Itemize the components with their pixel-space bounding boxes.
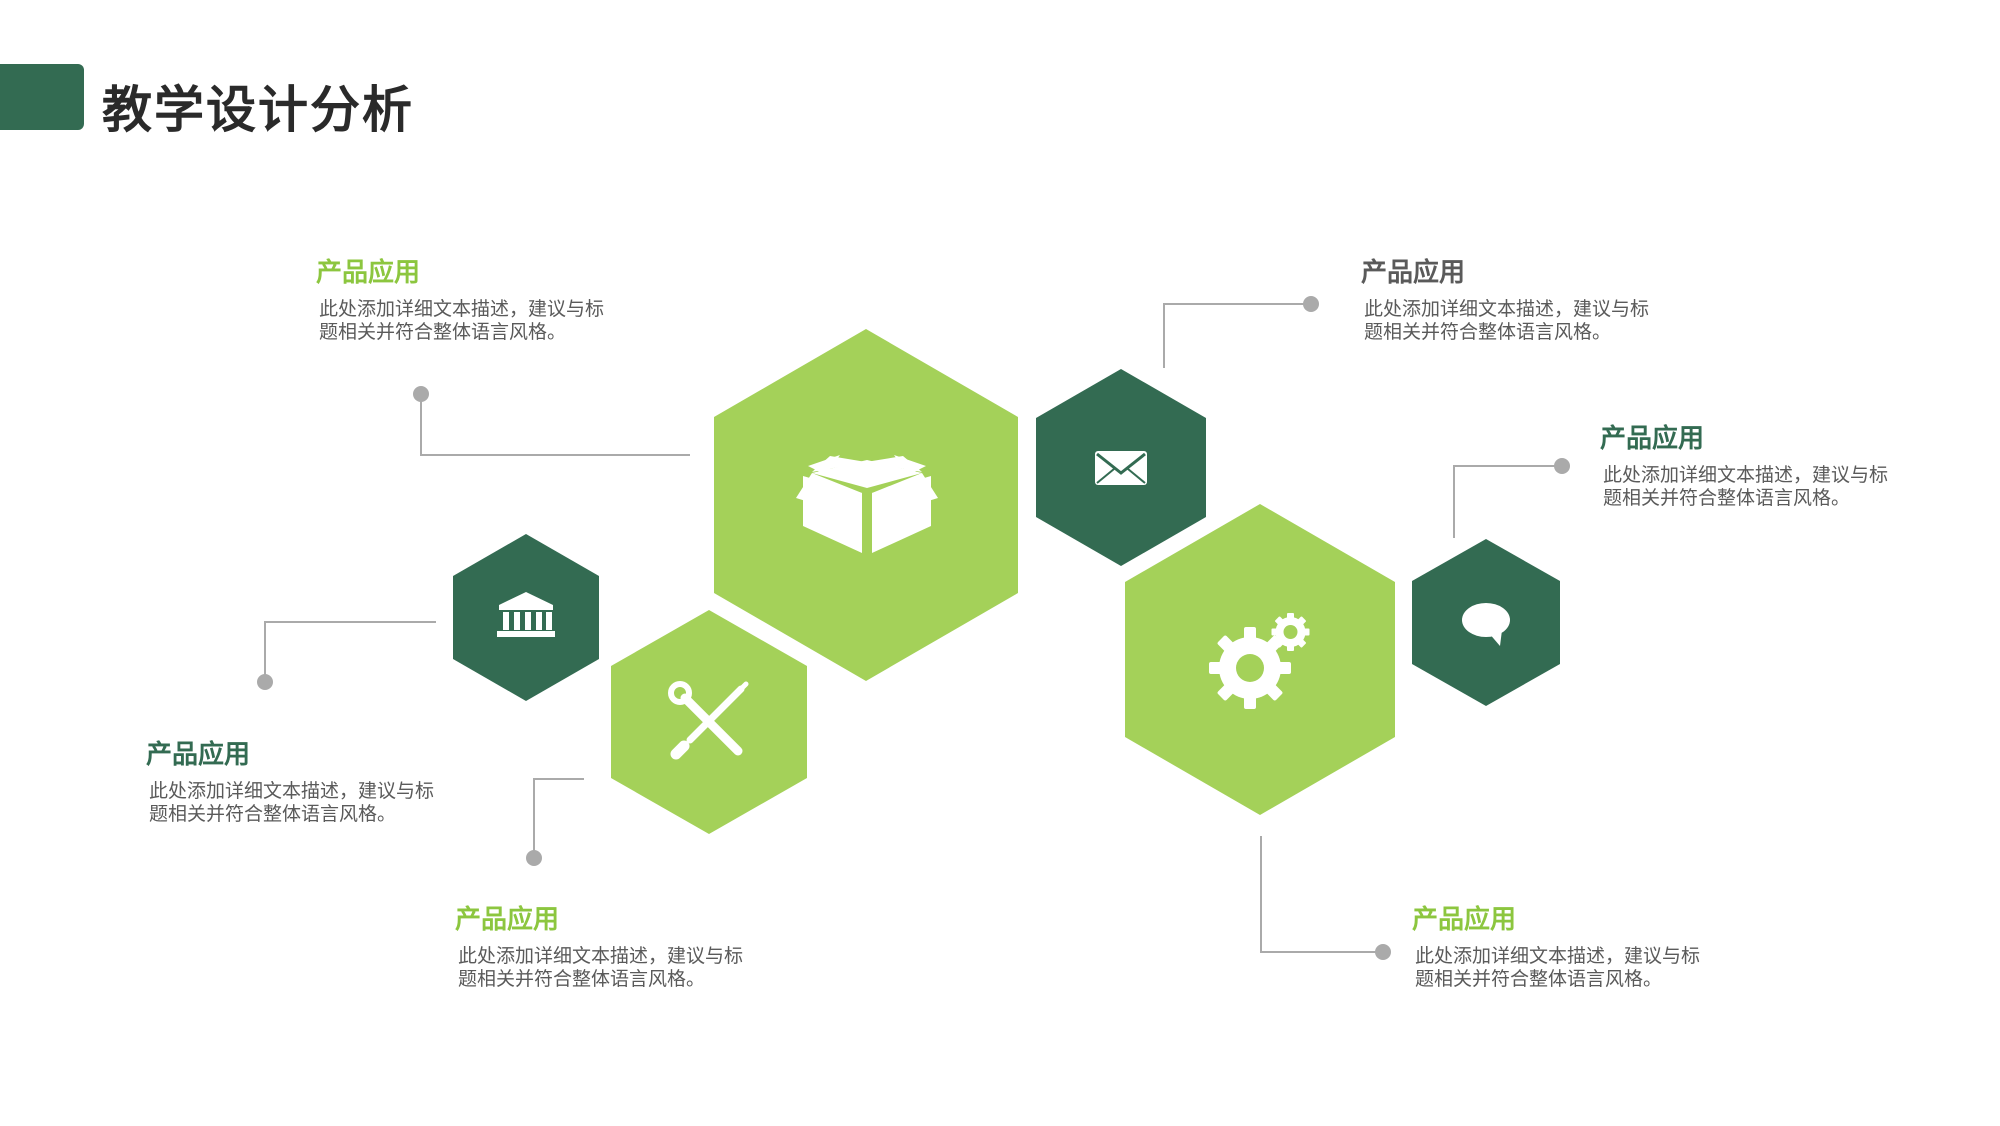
block-description: 此处添加详细文本描述，建议与标题相关并符合整体语言风格。 bbox=[149, 780, 435, 825]
block-title: 产品应用 bbox=[146, 740, 251, 770]
connector-top-right bbox=[1163, 303, 1311, 368]
title-accent-bar bbox=[0, 64, 84, 130]
connector-right bbox=[1453, 465, 1562, 538]
connector-dot bbox=[413, 386, 429, 402]
block-description: 此处添加详细文本描述，建议与标题相关并符合整体语言风格。 bbox=[1415, 945, 1701, 990]
text-block-bottom-left: 产品应用 此处添加详细文本描述，建议与标题相关并符合整体语言风格。 bbox=[455, 903, 745, 991]
block-title: 产品应用 bbox=[316, 258, 421, 288]
hexagon-box bbox=[714, 329, 1018, 681]
connector-dot bbox=[1375, 944, 1391, 960]
open-box-icon bbox=[796, 455, 938, 553]
connectors bbox=[264, 303, 1562, 953]
block-description: 此处添加详细文本描述，建议与标题相关并符合整体语言风格。 bbox=[458, 945, 744, 990]
connector-top-left bbox=[420, 394, 690, 456]
block-description: 此处添加详细文本描述，建议与标题相关并符合整体语言风格。 bbox=[319, 298, 605, 343]
institution-icon bbox=[497, 592, 555, 637]
text-block-right: 产品应用 此处添加详细文本描述，建议与标题相关并符合整体语言风格。 bbox=[1600, 422, 1890, 510]
connector-bottom-right bbox=[1260, 836, 1383, 953]
connector-dot bbox=[526, 850, 542, 866]
chat-bubble-icon bbox=[1462, 603, 1510, 646]
block-description: 此处添加详细文本描述，建议与标题相关并符合整体语言风格。 bbox=[1364, 298, 1650, 343]
connector-dot bbox=[1554, 458, 1570, 474]
block-title: 产品应用 bbox=[1361, 258, 1466, 288]
connector-dots bbox=[257, 296, 1570, 960]
text-block-top-right: 产品应用 此处添加详细文本描述，建议与标题相关并符合整体语言风格。 bbox=[1361, 256, 1651, 344]
gears-icon bbox=[1209, 613, 1310, 709]
block-title: 产品应用 bbox=[455, 905, 560, 935]
block-title: 产品应用 bbox=[1600, 424, 1705, 454]
connector-left bbox=[264, 621, 436, 682]
page-title: 教学设计分析 bbox=[102, 81, 414, 139]
connector-dot bbox=[257, 674, 273, 690]
text-block-left: 产品应用 此处添加详细文本描述，建议与标题相关并符合整体语言风格。 bbox=[146, 738, 436, 826]
block-description: 此处添加详细文本描述，建议与标题相关并符合整体语言风格。 bbox=[1603, 464, 1889, 509]
tools-icon bbox=[668, 681, 749, 760]
block-title: 产品应用 bbox=[1412, 905, 1517, 935]
connector-dot bbox=[1303, 296, 1319, 312]
connector-bottom-left bbox=[533, 778, 584, 858]
text-block-bottom-right: 产品应用 此处添加详细文本描述，建议与标题相关并符合整体语言风格。 bbox=[1412, 903, 1702, 991]
envelope-icon bbox=[1095, 451, 1147, 485]
text-block-top-left: 产品应用 此处添加详细文本描述，建议与标题相关并符合整体语言风格。 bbox=[316, 256, 606, 344]
